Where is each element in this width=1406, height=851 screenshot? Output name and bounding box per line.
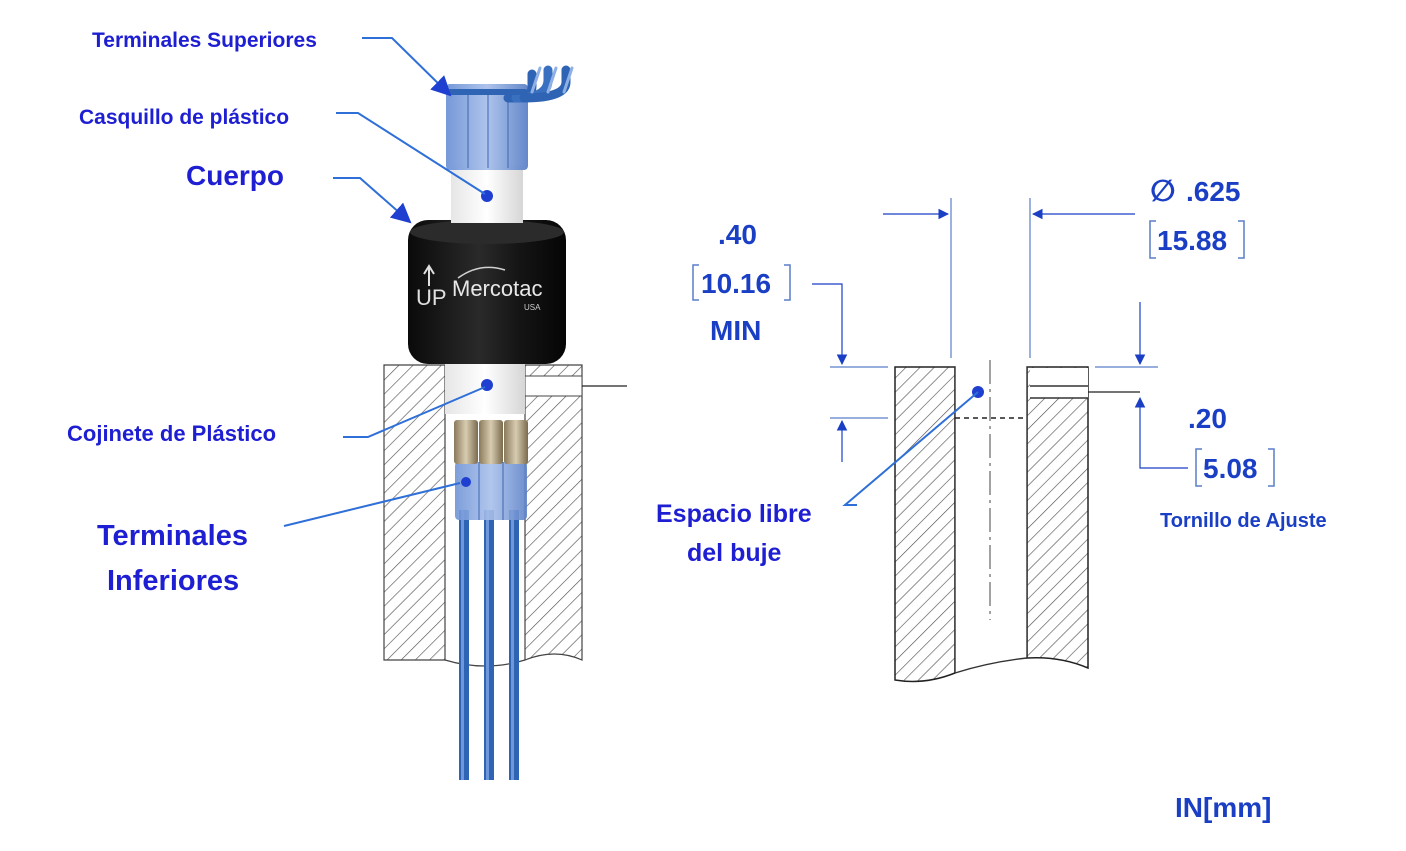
dim-depth: .40 10.16 MIN	[692, 219, 791, 346]
label-plastic-bearing: Cojinete de Plástico	[67, 421, 276, 446]
set-screw-hole	[524, 375, 583, 397]
product-illustration: UP Mercotac USA	[383, 65, 627, 780]
label-body: Cuerpo	[186, 160, 284, 191]
housing-right-wall	[524, 364, 583, 661]
dim-screw: .20 5.08	[1188, 403, 1275, 487]
technical-drawing	[894, 360, 1140, 683]
screw-inch: .20	[1188, 403, 1227, 434]
left-leaders	[283, 37, 486, 527]
dimension-lines	[812, 198, 1188, 469]
terminal-dot	[461, 477, 471, 487]
brass-terminals	[454, 420, 528, 464]
bottom-wires	[459, 510, 519, 780]
drawing-right-wall	[1026, 366, 1089, 670]
label-top-terminals: Terminales Superiores	[92, 29, 317, 52]
label-clearance-1: Espacio libre	[656, 500, 812, 528]
up-mark: UP	[416, 285, 447, 310]
label-bottom-terminals-2: Inferiores	[107, 565, 239, 597]
label-plastic-bushing: Casquillo de plástico	[79, 106, 289, 129]
clearance-leader	[842, 391, 979, 506]
diameter-symbol: ∅	[1150, 175, 1176, 208]
mercotac-logo-sub: USA	[524, 303, 541, 312]
bearing-dot	[481, 379, 493, 391]
top-terminal-wires	[447, 65, 574, 103]
slip-ring-body: UP Mercotac USA	[408, 220, 566, 364]
label-set-screw: Tornillo de Ajuste	[1160, 510, 1327, 532]
top-terminal-cap	[446, 84, 528, 170]
housing-left-wall	[383, 364, 446, 661]
depth-mm: 10.16	[701, 268, 771, 299]
label-units: IN[mm]	[1175, 792, 1271, 823]
mercotac-logo: Mercotac	[452, 276, 542, 301]
diameter-mm: 15.88	[1157, 225, 1227, 256]
bottom-terminal-sleeves	[455, 462, 527, 520]
label-bottom-terminals-1: Terminales	[97, 520, 248, 552]
label-clearance-2: del buje	[687, 539, 782, 567]
drawing-screw-hole	[1030, 368, 1088, 398]
diameter-inch: .625	[1186, 176, 1241, 207]
depth-note: MIN	[710, 315, 761, 346]
drawing-left-wall	[894, 366, 956, 683]
depth-inch: .40	[718, 219, 757, 250]
dim-diameter: ∅ .625 15.88	[1149, 175, 1245, 259]
drawing-bore	[955, 367, 1027, 673]
screw-mm: 5.08	[1203, 453, 1258, 484]
